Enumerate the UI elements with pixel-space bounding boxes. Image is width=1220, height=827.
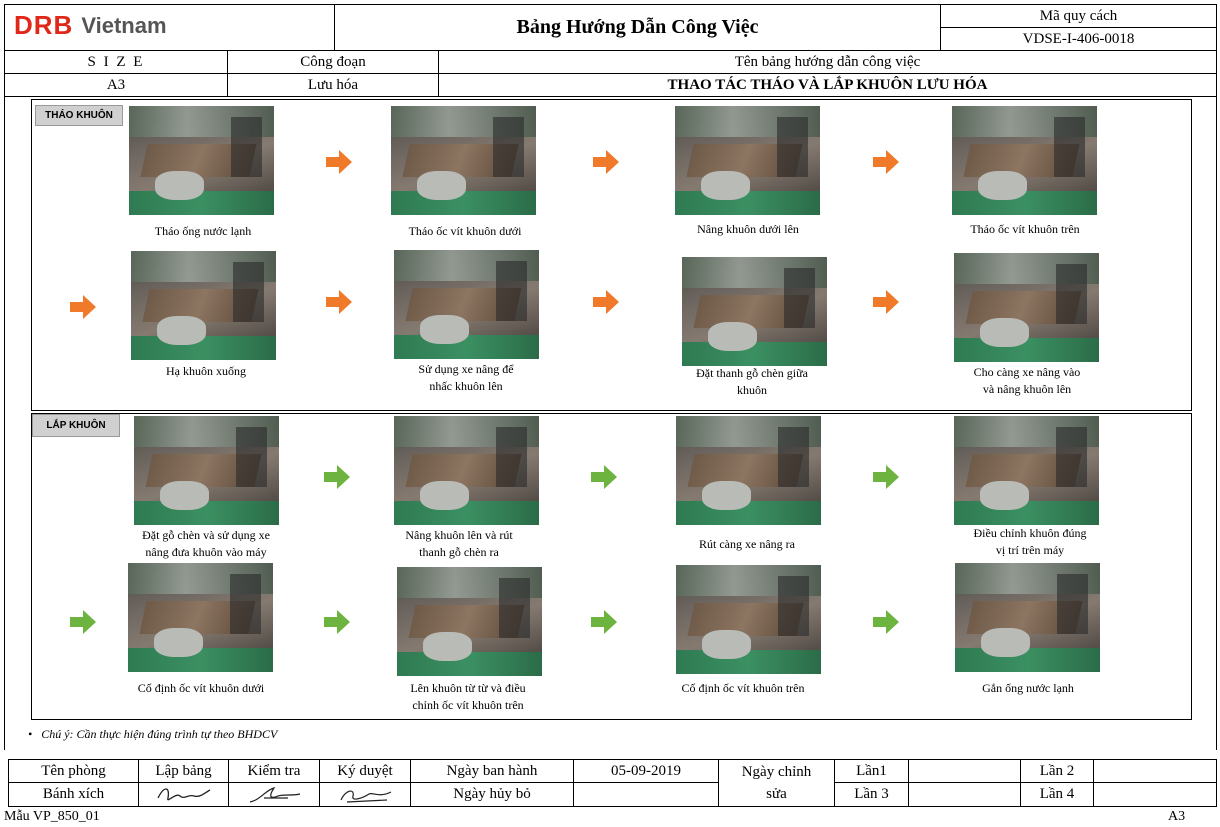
rev3-value [908, 782, 1021, 807]
step-photo [955, 563, 1100, 672]
step-caption: Đặt gỗ chèn và sử dụng xe nâng đưa khuôn… [142, 528, 270, 559]
step-caption: Tháo ống nước lạnh [154, 224, 252, 238]
rev1-value [908, 759, 1021, 783]
rev1: Lần1 [834, 759, 909, 783]
step-caption: Rút càng xe nâng ra [699, 537, 795, 551]
company-logo: DRB Vietnam [14, 10, 167, 41]
rev2: Lần 2 [1020, 759, 1094, 783]
document-title: Bảng Hướng Dẫn Công Việc [334, 4, 941, 51]
note-text: Chú ý: Cần thực hiện đúng trình tự theo … [41, 727, 278, 741]
stage-value: Lưu hóa [227, 73, 439, 97]
step-photo [397, 567, 542, 676]
bullet-icon: • [28, 727, 42, 741]
step-photo [676, 565, 821, 674]
step-photo [952, 106, 1097, 215]
step-caption: Tháo ốc vít khuôn dưới [408, 224, 522, 238]
section-remove-mold [31, 99, 1192, 411]
prepared-label: Lập bảng [138, 759, 229, 783]
step-caption: Sử dụng xe nâng để nhấc khuôn lên [418, 362, 514, 393]
spec-value: VDSE-I-406-0018 [940, 27, 1217, 51]
step-photo [131, 251, 276, 360]
logo-suffix: Vietnam [81, 12, 167, 38]
step-photo [129, 106, 274, 215]
step-caption: Lên khuôn từ từ và điều chỉnh ốc vít khu… [410, 681, 526, 712]
note-row: • Chú ý: Cần thực hiện đúng trình tự the… [28, 727, 277, 742]
step-caption: Cố định ốc vít khuôn dưới [137, 681, 265, 695]
signature-icon [340, 790, 392, 803]
rev4: Lần 4 [1020, 782, 1094, 807]
step-caption: Hạ khuôn xuống [166, 364, 246, 378]
step-photo [134, 416, 279, 525]
step-photo [676, 416, 821, 525]
checked-signature [228, 782, 320, 807]
approved-signature [319, 782, 411, 807]
rev2-value [1093, 759, 1217, 783]
step-caption: Cố định ốc vít khuôn trên [681, 681, 805, 695]
rev3: Lần 3 [834, 782, 909, 807]
prepared-signature [138, 782, 229, 807]
size-value: A3 [4, 73, 228, 97]
step-photo [394, 416, 539, 525]
signature-icon [249, 786, 301, 803]
guide-name-label: Tên bảng hướng dẫn công việc [438, 50, 1217, 74]
step-photo [394, 250, 539, 359]
dept-value: Bánh xích [8, 782, 139, 807]
dept-label: Tên phòng [8, 759, 139, 783]
step-photo [954, 416, 1099, 525]
issue-date-value: 05-09-2019 [573, 759, 719, 783]
step-caption: Tháo ốc vít khuôn trên [970, 222, 1080, 236]
step-photo [675, 106, 820, 215]
section-tag-install: LẮP KHUÔN [32, 414, 120, 437]
step-photo [128, 563, 273, 672]
form-code: Mẫu VP_850_01 [4, 809, 100, 824]
step-caption: Điều chỉnh khuôn đúng vị trí trên máy [973, 526, 1087, 557]
body-frame [4, 96, 1217, 750]
step-photo [954, 253, 1099, 362]
step-photo [682, 257, 827, 366]
cancel-date-value [573, 782, 719, 807]
rev4-value [1093, 782, 1217, 807]
approved-label: Ký duyệt [319, 759, 411, 783]
guide-name-value: THAO TÁC THÁO VÀ LẮP KHUÔN LƯU HÓA [438, 73, 1217, 97]
step-caption: Nâng khuôn lên và rút thanh gỗ chèn ra [405, 528, 513, 559]
revision-label: Ngày chỉnh sửa [718, 759, 835, 807]
logo-brand: DRB [14, 10, 74, 40]
paper-size: A3 [1168, 809, 1186, 824]
section-tag-remove: THÁO KHUÔN [35, 105, 123, 126]
stage-label: Công đoạn [227, 50, 439, 74]
step-caption: Cho càng xe nâng vào và nâng khuôn lên [973, 365, 1081, 396]
step-caption: Nâng khuôn dưới lên [697, 222, 799, 236]
checked-label: Kiểm tra [228, 759, 320, 783]
step-photo [391, 106, 536, 215]
cancel-date-label: Ngày hủy bỏ [410, 782, 574, 807]
step-caption: Gắn ống nước lạnh [982, 681, 1074, 695]
issue-date-label: Ngày ban hành [410, 759, 574, 783]
section-install-mold [31, 413, 1192, 720]
step-caption: Đặt thanh gỗ chèn giữa khuôn [696, 366, 808, 397]
signature-icon [156, 787, 210, 800]
size-label: S I Z E [4, 50, 228, 74]
spec-label: Mã quy cách [940, 4, 1217, 28]
